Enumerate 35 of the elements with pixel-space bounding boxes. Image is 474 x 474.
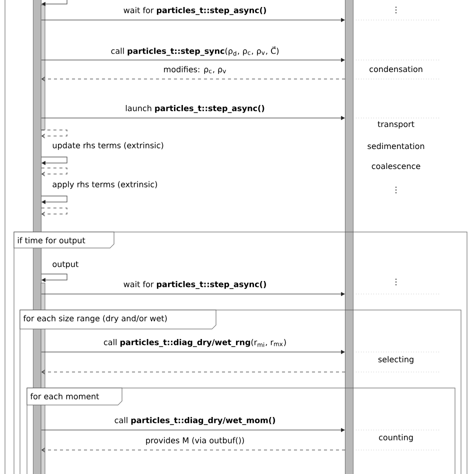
self-message-arrow <box>41 0 68 6</box>
message-label: provides M (via outbuf()) <box>146 437 244 445</box>
message-label: launch particles_t::step_async() <box>126 105 264 113</box>
lifeline-bar <box>345 0 354 474</box>
step-label: counting <box>378 434 413 442</box>
step-label: condensation <box>370 66 422 72</box>
message-arrow <box>42 370 346 374</box>
message-label: apply rhs terms (extrinsic) <box>52 181 157 189</box>
self-message-arrow <box>41 156 68 165</box>
message-arrow <box>41 116 345 120</box>
fragment-tab: for each moment <box>26 388 122 406</box>
message-label: output <box>52 261 78 269</box>
step-label: coalescence <box>372 162 420 170</box>
message-arrow <box>41 350 345 354</box>
message-label: call particles_t::diag_dry/wet_rng(r$_{mi}$, r$_{mx}$) <box>104 339 286 347</box>
self-message-arrow <box>41 196 68 204</box>
self-message-arrow <box>41 130 68 138</box>
message-arrow <box>42 448 346 452</box>
message-arrow <box>41 18 345 22</box>
message-label: modifies: ρ$_{c}$, ρ$_{v}$ <box>164 66 226 74</box>
message-arrow <box>42 76 346 82</box>
self-message-arrow <box>41 168 68 176</box>
step-label: sedimentation <box>368 142 424 150</box>
message-arrow <box>41 428 345 432</box>
message-label: update rhs terms (extrinsic) <box>52 142 164 150</box>
message-label: wait for particles_t::step_async() <box>124 281 266 289</box>
step-label: selecting <box>378 356 414 364</box>
message-arrow <box>41 292 345 296</box>
self-message-arrow <box>41 208 68 216</box>
message-label: call particles_t::step_sync(ρ$_{d}$, ρ$_{c}$, ρ$_{v}$, C⃗) <box>111 46 279 56</box>
message-label: wait for particles_t::step_async() <box>124 7 266 15</box>
self-message-arrow <box>41 274 68 282</box>
message-arrow <box>41 58 345 62</box>
step-label: transport <box>378 121 414 129</box>
message-label: call particles_t::diag_dry/wet_mom() <box>114 417 275 425</box>
